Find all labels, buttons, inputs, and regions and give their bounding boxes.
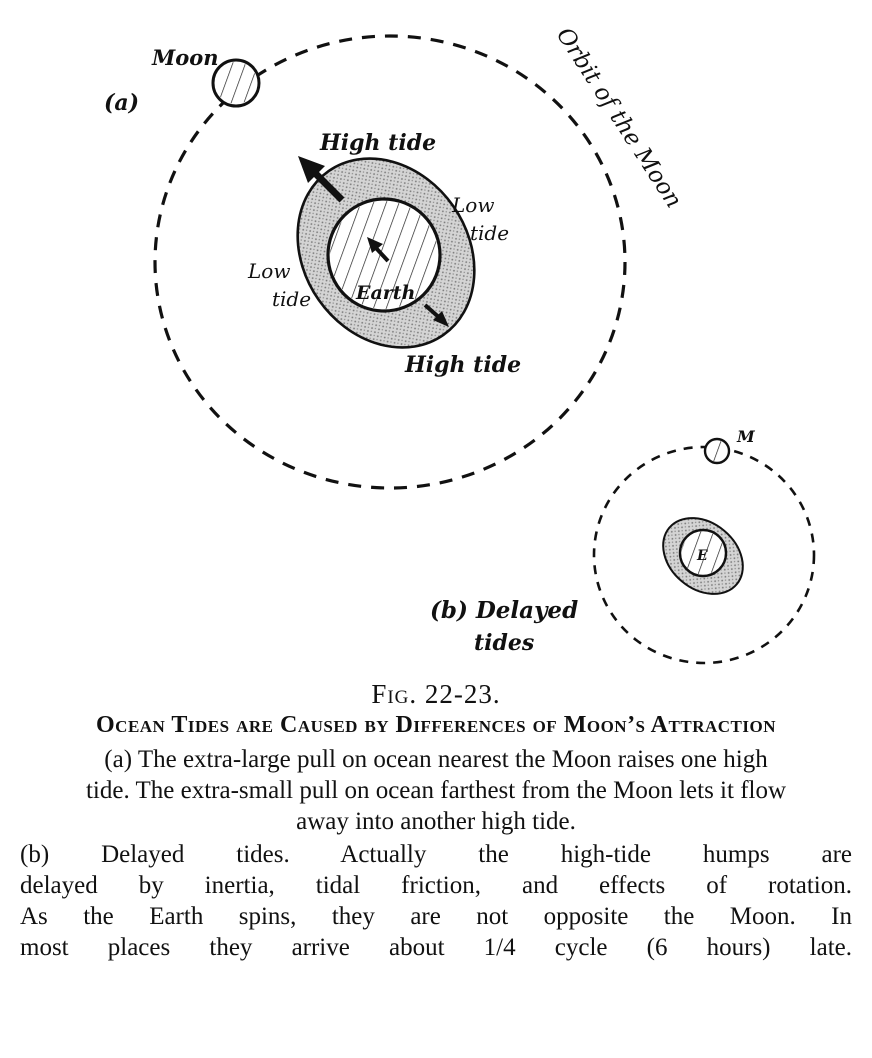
label-a: (a)	[104, 90, 139, 116]
caption-b-line: delayed by inertia, tidal friction, and …	[20, 872, 852, 899]
label-low-tide-left-1: Low	[247, 259, 290, 283]
label-low-tide-right-1: Low	[451, 193, 494, 217]
moon-orbit-a	[153, 34, 627, 490]
label-m: M	[736, 427, 756, 446]
label-moon: Moon	[151, 45, 219, 70]
part-a: (a) Moon Orbit of the Moon High tide Low…	[104, 23, 687, 490]
arrow-high-tide-near	[298, 156, 345, 203]
label-b-1: (b) Delayed	[430, 597, 578, 624]
caption-b-line: most places they arrive about 1/4 cycle …	[20, 934, 852, 961]
part-b: M E (b) Delayed tides	[430, 427, 816, 665]
caption-paragraph-a: (a) The extra-large pull on ocean neares…	[85, 746, 787, 835]
label-low-tide-left-2: tide	[272, 287, 311, 311]
label-low-tide-right-2: tide	[470, 221, 509, 245]
caption-b-line: As the Earth spins, they are not opposit…	[20, 903, 852, 930]
figure-title: Ocean Tides are Caused by Differences of…	[96, 712, 776, 738]
label-e: E	[696, 548, 708, 564]
caption-paragraph-b: (b) Delayed tides. Actually the high-tid…	[20, 839, 852, 963]
arrow-earth-center	[367, 237, 390, 263]
caption-b-line: (b) Delayed tides. Actually the high-tid…	[20, 841, 852, 868]
label-b-2: tides	[474, 630, 534, 656]
figure-number: Fig. 22-23.	[371, 679, 501, 709]
label-high-tide-top: High tide	[319, 130, 436, 156]
moon-orbit-b	[592, 445, 816, 665]
label-high-tide-bottom: High tide	[404, 352, 521, 378]
arrow-high-tide-far	[423, 303, 449, 327]
label-earth: Earth	[355, 282, 415, 304]
figure-caption: Fig. 22-23. Ocean Tides are Caused by Di…	[20, 676, 852, 963]
tide-diagram: (a) Moon Orbit of the Moon High tide Low…	[104, 23, 816, 665]
